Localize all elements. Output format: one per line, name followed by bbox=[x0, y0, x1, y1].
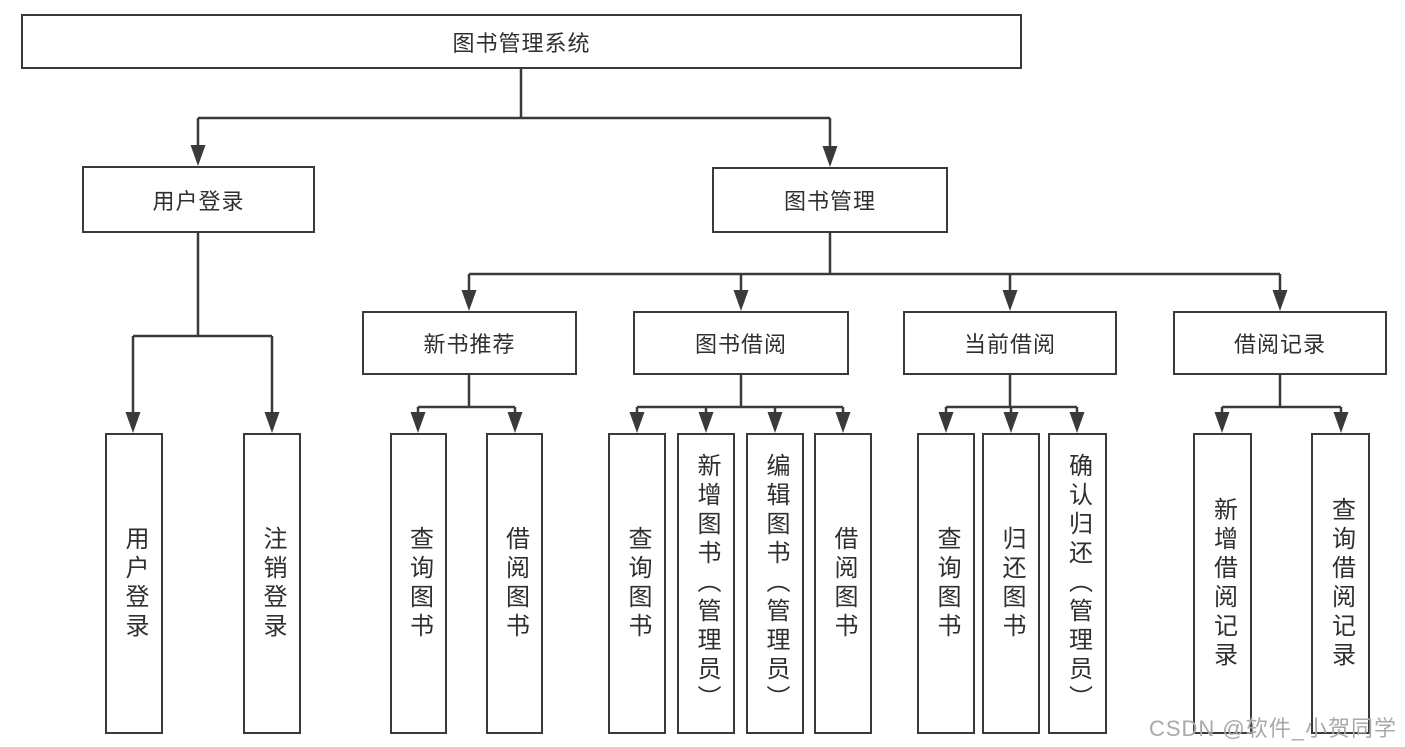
node-system-root: 图书管理系统 bbox=[21, 14, 1022, 69]
node-label: 借阅图书 bbox=[501, 525, 529, 642]
node-label: 确认归还（管理员） bbox=[1064, 453, 1092, 714]
leaf-borrow-book: 借阅图书 bbox=[814, 433, 872, 734]
node-new-book-recommend: 新书推荐 bbox=[362, 311, 577, 375]
leaf-logout: 注销登录 bbox=[243, 433, 301, 734]
node-label: 新增借阅记录 bbox=[1209, 496, 1237, 671]
leaf-edit-book-admin: 编辑图书（管理员） bbox=[746, 433, 804, 734]
leaf-confirm-return-admin: 确认归还（管理员） bbox=[1048, 433, 1107, 734]
node-label: 图书管理 bbox=[783, 189, 876, 214]
node-label: 当前借阅 bbox=[963, 332, 1056, 357]
leaf-add-book-admin: 新增图书（管理员） bbox=[677, 433, 735, 734]
node-label: 查询图书 bbox=[624, 525, 651, 642]
node-label: 查询借阅记录 bbox=[1327, 496, 1355, 671]
node-label: 新增图书（管理员） bbox=[693, 453, 720, 714]
node-current-borrow: 当前借阅 bbox=[903, 311, 1117, 375]
leaf-user-login: 用户登录 bbox=[105, 433, 163, 734]
node-label: 借阅图书 bbox=[830, 525, 857, 642]
node-borrow-records: 借阅记录 bbox=[1173, 311, 1387, 375]
node-label: 借阅记录 bbox=[1233, 332, 1326, 357]
leaf-return-book: 归还图书 bbox=[982, 433, 1040, 734]
leaf-query-book-recommend: 查询图书 bbox=[390, 433, 447, 734]
node-label: 图书管理系统 bbox=[452, 30, 591, 56]
leaf-query-book-current: 查询图书 bbox=[917, 433, 975, 734]
node-label: 用户登录 bbox=[121, 525, 148, 642]
node-book-borrow: 图书借阅 bbox=[633, 311, 849, 375]
leaf-query-borrow-record: 查询借阅记录 bbox=[1311, 433, 1370, 734]
csdn-watermark: CSDN @软件_小贺同学 bbox=[1148, 716, 1397, 741]
node-user-login: 用户登录 bbox=[82, 166, 315, 233]
node-label: 编辑图书（管理员） bbox=[762, 453, 789, 714]
node-label: 归还图书 bbox=[998, 525, 1025, 642]
leaf-borrow-book-recommend: 借阅图书 bbox=[486, 433, 543, 734]
leaf-query-book-borrow: 查询图书 bbox=[608, 433, 666, 734]
node-label: 新书推荐 bbox=[423, 332, 516, 357]
node-label: 注销登录 bbox=[259, 525, 286, 642]
node-book-management: 图书管理 bbox=[712, 167, 948, 233]
leaf-add-borrow-record: 新增借阅记录 bbox=[1193, 433, 1252, 734]
node-label: 图书借阅 bbox=[694, 332, 787, 357]
node-label: 查询图书 bbox=[933, 525, 960, 642]
node-label: 用户登录 bbox=[152, 188, 245, 214]
node-label: 查询图书 bbox=[405, 525, 433, 642]
